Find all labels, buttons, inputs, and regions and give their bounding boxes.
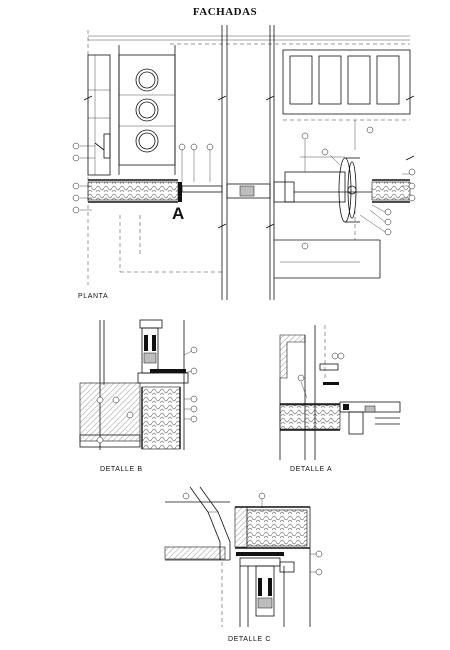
detail-c-label: DETALLE C — [228, 636, 272, 643]
detail-a-drawing — [279, 325, 401, 460]
page-title: FACHADAS — [192, 6, 258, 18]
detail-b-drawing — [79, 319, 198, 450]
detail-a-label: DETALLE A — [290, 466, 333, 473]
detail-c-drawing — [164, 486, 323, 627]
section-marker-a: A — [172, 204, 185, 223]
detail-b-label: DETALLE B — [100, 466, 143, 473]
plan-drawing — [72, 25, 416, 300]
plan-label: PLANTA — [78, 293, 109, 300]
